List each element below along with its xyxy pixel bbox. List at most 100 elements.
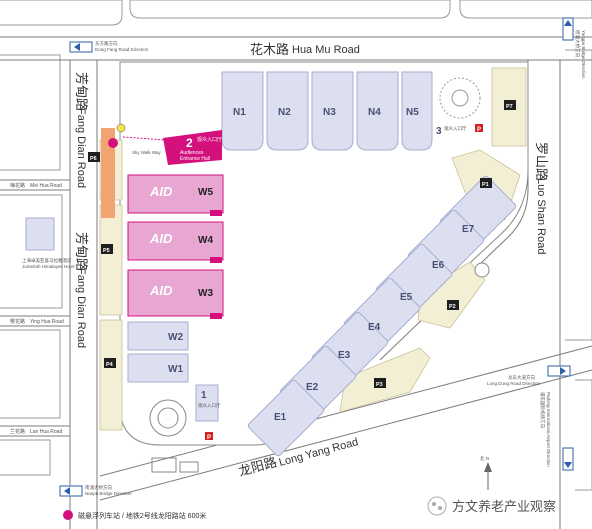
jumeirah-hotel-cn: 上海卓美亚喜马拉雅酒店 [22,257,72,264]
north-halls: N1 N2 N3 N4 N5 [221,71,433,151]
fang-dian-road-upper-cn: 芳甸路 [74,72,89,111]
road-labels: 花木路 Hua Mu Road 芳甸路 Fang Dian Road 芳甸路 F… [10,42,549,479]
entrance-1-cn: 观众入口厅 [198,403,221,409]
metro-icon [63,510,73,520]
long-dong-direction-en: Long Dong Road Direction [487,381,541,386]
roundabout-west [149,399,187,437]
footer: 磁悬浮列车站 / 地铁2号线龙阳路站 600米 [63,510,206,520]
lan-hua-road-en: Lan Hua Road [30,429,62,435]
hall-e4-label: E4 [368,322,381,333]
compass-label: 北 N [480,455,489,462]
entrance-2: 2 观众入口厅 Audiences Entrance Hall [163,130,222,165]
entrance-2-number: 2 [186,136,193,150]
dongfang-direction-cn: 东方路方向 [95,40,118,47]
hall-n5-label: N5 [406,107,419,118]
entrance-3: 3 观众入口厅 [436,126,467,137]
sky-walk-label: Sky Walk Way [132,150,161,155]
parking-sign-text-ne: P [477,127,481,133]
entrance-3-cn: 观众入口厅 [444,126,467,132]
hall-e3-label: E3 [338,350,351,361]
hall-e2-label: E2 [306,382,319,393]
parking-p5-label: P5 [103,248,110,254]
parking-badge-p6 [88,152,100,162]
aid-logo-w3: AID [149,283,173,298]
long-yang-road-cn: 龙阳路 [237,454,279,479]
dongfang-direction-en: Dong Fang Road Direction [95,47,149,52]
entrance-3-number: 3 [436,126,442,137]
mei-hua-road-en: Mei Hua Road [30,183,62,189]
nanpu-direction-en: Nanpu Bridge Direction [85,491,132,496]
arrow-down-icon [564,462,572,468]
parking-badges: P1 P2 P3 P4 P5 P6 P7 P P [88,100,516,441]
fang-dian-road-upper-en: Fang Dian Road [75,108,87,188]
east-halls: E7 E6 E5 E4 E3 E2 E1 [247,175,517,457]
yangpu-direction-en: Yangpu Bridge Direction [581,30,586,79]
arrow-left-icon [74,43,80,51]
arrow-right-icon [560,367,566,375]
footer-walk-text: 磁悬浮列车站 / 地铁2号线龙阳路站 600米 [78,511,206,520]
aid-logo-w4: AID [149,231,173,246]
hall-n4-label: N4 [368,107,381,118]
hall-w4-label: W4 [198,235,213,246]
parking-p4-label: P4 [106,362,114,368]
arrow-up-icon [564,20,572,26]
jumeirah-hotel-building: 上海卓美亚喜马拉雅酒店 Jumeirah Himalayas Hotel [22,217,75,269]
hall-w2-label: W2 [168,332,183,343]
circular-plaza [439,77,481,119]
hall-n1-label: N1 [233,107,246,118]
nanpu-direction-cn: 南浦大桥方向 [85,484,112,491]
parking-p1-label: P1 [482,182,489,188]
info-icon [116,123,126,133]
watermark-text: 方文养老产业观察 [452,499,556,514]
jumeirah-hotel-en: Jumeirah Himalayas Hotel [22,264,75,269]
long-dong-direction-cn: 龙东大道方向 [508,374,535,381]
entrance-2-en1: Audiences [180,150,204,156]
watermark: 方文养老产业观察 [427,496,556,516]
sky-walk: Sky Walk Way [122,136,166,155]
wechat-icon [427,496,447,516]
parking-sign-text-sw: P [207,435,211,441]
parking-p7-label: P7 [506,104,513,110]
metro-station [101,123,126,218]
parking-p2-label: P2 [449,304,456,310]
hall-w5-label: W5 [198,187,213,198]
fang-dian-road-lower-en: Fang Dian Road [75,268,87,348]
parking-badge-p2 [447,300,459,310]
luo-shan-road-en: Luo Shan Road [535,178,547,254]
direction-signs: 东方路方向 Dong Fang Road Direction 南浦大桥方向 Na… [59,17,586,497]
hall-w3-label: W3 [198,288,213,299]
north-arrow-icon: 北 N [480,455,492,490]
parking-badge-p5 [101,244,113,254]
lan-hua-road-cn: 兰花路 [10,428,25,435]
hall-n2-label: N2 [278,107,291,118]
surrounding-buildings [0,0,592,491]
road-network [0,36,592,529]
arrow-left-icon [64,487,70,495]
pudong-airport-direction-en: Pudong International Airport Direction [546,392,551,467]
station-buildings [151,457,199,473]
parking-sign-icon-ne [475,124,483,132]
hall-e7-label: E7 [462,224,475,235]
hall-w1-label: W1 [168,364,183,375]
hall-e6-label: E6 [432,260,445,271]
entrance-2-cn: 观众入口厅 [197,137,222,143]
entrance-1-number: 1 [201,390,207,401]
hua-mu-road-en: Hua Mu Road [292,44,360,56]
hall-n3-label: N3 [323,107,336,118]
yangpu-direction-cn: 杨浦大桥方向 [574,30,581,57]
metro-icon [108,138,118,148]
mei-hua-road-cn: 梅花路 [10,182,25,189]
parking-p3-label: P3 [376,382,383,388]
parking-badge-p1 [480,178,492,188]
west-halls: AID AID AID W5 W4 W3 W2 W1 [127,174,224,383]
pudong-airport-direction-cn: 浦东国际机场方向 [539,392,546,428]
ying-hua-road-cn: 樱花路 [10,318,25,325]
roundabout-east [474,262,490,278]
parking-badge-p4 [104,358,116,368]
hall-e1-label: E1 [274,412,287,423]
hall-e5-label: E5 [400,292,413,303]
parking-sign-icon-sw [205,432,213,440]
entrance-1: 1 观众入口厅 [195,384,221,422]
fang-dian-road-lower-cn: 芳甸路 [74,232,89,271]
